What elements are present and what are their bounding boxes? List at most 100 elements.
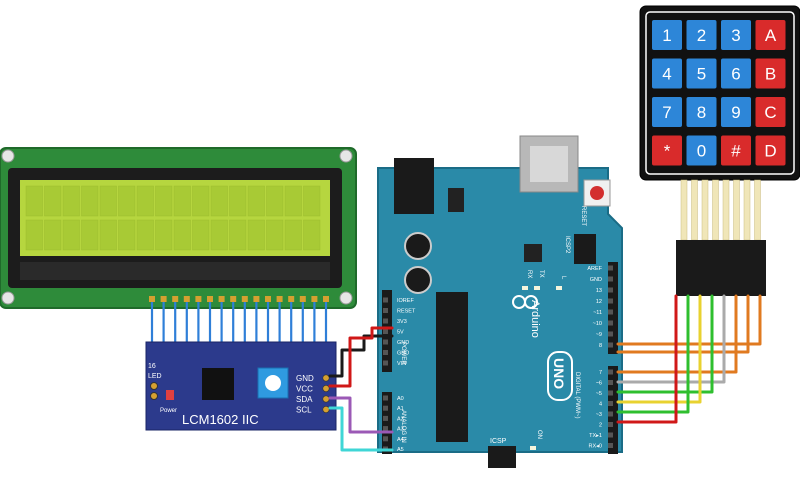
keypad-key[interactable] xyxy=(686,20,717,50)
keypad-key[interactable] xyxy=(755,58,786,89)
header-socket xyxy=(608,265,613,271)
header-socket xyxy=(383,360,388,366)
analog-header xyxy=(382,392,392,454)
arduino-logo: Arduino xyxy=(529,300,541,338)
lcd-pin xyxy=(207,296,213,302)
capacitor xyxy=(404,266,432,294)
keypad-key[interactable] xyxy=(652,20,682,50)
lcd-mount-hole xyxy=(1,291,15,305)
arduino-pin-label: AREF xyxy=(587,266,602,272)
keypad-key-label: 5 xyxy=(697,65,706,84)
keypad-key[interactable] xyxy=(721,58,751,89)
lcd-char-cell xyxy=(210,185,228,217)
header-socket xyxy=(608,331,613,337)
lcd-pin xyxy=(195,296,202,302)
lcd-mount-hole xyxy=(339,291,353,305)
lcd-char-cell xyxy=(210,219,228,251)
i2c-pin xyxy=(322,374,330,382)
header-socket xyxy=(608,422,613,427)
keypad-key[interactable] xyxy=(755,20,786,50)
lcd-pin xyxy=(299,296,306,302)
wire-sda xyxy=(328,396,394,434)
potentiometer-knob xyxy=(265,375,281,391)
keypad-key-label: 1 xyxy=(662,26,671,45)
header-socket xyxy=(383,297,388,303)
tx-led xyxy=(534,286,540,290)
lcd-pin xyxy=(276,296,283,302)
header-socket xyxy=(383,395,388,401)
header-socket xyxy=(608,390,613,396)
pin16-label: 16 xyxy=(148,363,156,370)
arduino-pin-label: RESET xyxy=(397,309,416,315)
header-socket xyxy=(608,342,613,348)
lcd-pin xyxy=(323,296,329,302)
ribbon-strand xyxy=(733,179,740,241)
keypad-key[interactable] xyxy=(652,58,682,89)
keypad-key-label: 3 xyxy=(731,26,740,45)
header-socket xyxy=(383,318,388,324)
arduino-pin-label: ~11 xyxy=(593,310,602,316)
arduino-pin-label: 2 xyxy=(599,423,602,429)
keypad-key[interactable] xyxy=(652,97,682,127)
arduino-pin-label: A2 xyxy=(397,416,404,422)
icsp-label: ICSP xyxy=(490,438,507,445)
lcd-char-cell xyxy=(99,185,117,217)
lcd-mount-hole xyxy=(339,149,353,163)
keypad-key[interactable] xyxy=(686,135,717,166)
on-label: ON xyxy=(536,430,542,439)
i2c-pin xyxy=(322,405,330,413)
i2c-pin-label: GND xyxy=(296,374,314,383)
uno-badge: UNO xyxy=(547,351,573,401)
wire-keypad-7 xyxy=(616,294,690,414)
icsp2-label: ICSP2 xyxy=(564,236,570,254)
wire-keypad-2 xyxy=(616,294,750,354)
arduino-pin-label: ~3 xyxy=(596,412,602,418)
lcd-char-cell xyxy=(81,185,99,217)
lcd-char-cell xyxy=(192,219,210,251)
arduino-pin-label: RX◂0 xyxy=(589,444,602,450)
wire-keypad-4 xyxy=(616,294,726,384)
l-label: L xyxy=(560,276,566,280)
header-socket xyxy=(608,309,613,315)
keypad-key-label: 9 xyxy=(731,103,740,122)
keypad-key[interactable] xyxy=(755,135,786,166)
icsp2-header xyxy=(574,234,596,264)
lcd-module xyxy=(0,147,357,309)
keypad-key[interactable] xyxy=(686,58,717,89)
arduino-pin-label: GND xyxy=(397,340,409,346)
keypad-key-label: C xyxy=(764,103,776,122)
keypad-key[interactable] xyxy=(652,135,682,166)
ribbon-strand xyxy=(691,179,698,241)
header-socket xyxy=(383,339,388,345)
i2c-pin-label: SCL xyxy=(296,406,312,415)
arduino-pin-label: 8 xyxy=(599,343,602,349)
lcd-pin xyxy=(288,296,295,302)
keypad-key[interactable] xyxy=(755,97,786,127)
keypad-key-label: 4 xyxy=(662,65,671,84)
keypad-key[interactable] xyxy=(721,135,751,166)
lcd-character-grid xyxy=(25,185,321,251)
keypad-key[interactable] xyxy=(721,20,751,50)
lcd-char-cell xyxy=(173,185,191,217)
keypad-key[interactable] xyxy=(721,97,751,127)
keypad-key[interactable] xyxy=(686,97,717,127)
arduino-pin-label: 7 xyxy=(599,370,602,376)
lcd-char-cell xyxy=(247,219,265,251)
i2c-board xyxy=(145,341,337,431)
arduino-pin-label: IOREF xyxy=(397,298,414,304)
lcd-pin xyxy=(160,296,167,302)
lcd-char-cell xyxy=(25,185,43,217)
lcd-char-cell xyxy=(62,219,80,251)
lcd-pin xyxy=(265,296,271,302)
header-socket xyxy=(383,350,388,355)
icsp-header xyxy=(488,446,516,468)
arduino-pin-label: VIN xyxy=(397,361,406,367)
usb-port-inner xyxy=(530,146,568,182)
led-jumper-label: LED xyxy=(148,373,162,380)
header-socket xyxy=(608,432,613,438)
uno-label: UNO xyxy=(551,358,567,389)
wire-keypad-1 xyxy=(616,294,762,346)
